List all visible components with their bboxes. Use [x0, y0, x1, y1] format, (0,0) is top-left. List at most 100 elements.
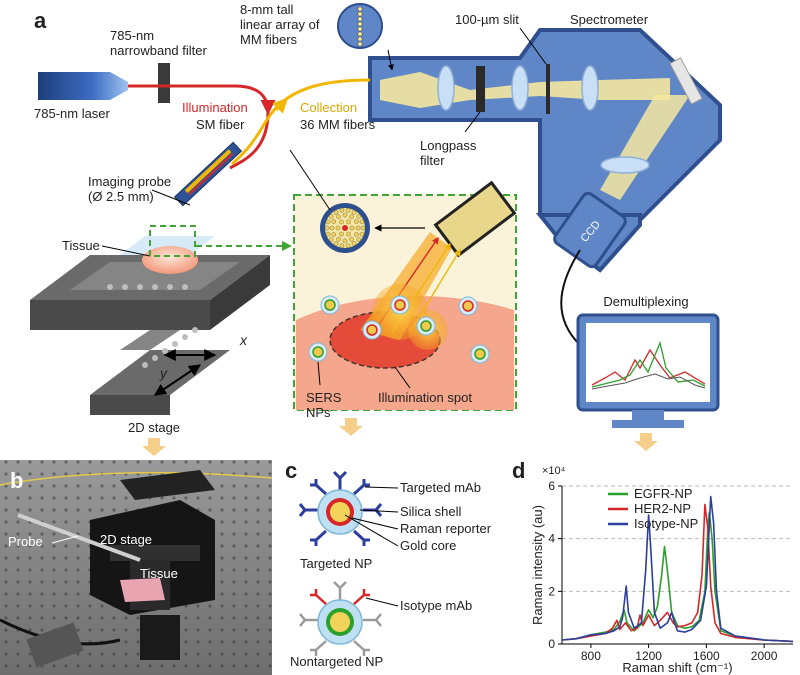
down-arrows	[142, 418, 658, 456]
isotype-mab-label: Isotype mAb	[400, 598, 472, 613]
fiber-core	[333, 210, 339, 215]
panel-label-c: c	[285, 458, 297, 483]
fiber-core	[346, 231, 351, 237]
silica-shell-label: Silica shell	[400, 504, 462, 519]
tissue-highlight-small	[149, 225, 196, 257]
fiber-core	[349, 236, 354, 242]
y-tick-label: 2	[548, 584, 555, 598]
fiber-core	[331, 232, 337, 237]
fiber-core	[342, 212, 348, 218]
panel-label-d: d	[512, 458, 525, 483]
raman-reporter-label: Raman reporter	[400, 521, 492, 536]
targeted-np-label: Targeted NP	[300, 556, 372, 571]
fiber-core	[356, 214, 362, 219]
photo-stage-label: 2D stage	[100, 532, 152, 547]
x-tick-label: 800	[581, 649, 601, 663]
x-axis-title: Raman shift (cm⁻¹)	[622, 660, 732, 675]
legend-label: Isotype-NP	[634, 516, 698, 531]
nontargeted-np	[299, 581, 382, 656]
series-line	[561, 511, 794, 643]
fiber-core	[339, 219, 344, 225]
y-multiplier: ×10⁴	[542, 465, 566, 477]
x-tick-label: 2000	[751, 649, 778, 663]
mm-fibers-label: 36 MM fibers	[300, 117, 376, 132]
2d-stage-label: 2D stage	[128, 420, 180, 435]
fiber-core	[349, 214, 354, 220]
fiber-core	[345, 243, 351, 249]
laser	[38, 72, 128, 100]
fiber-core	[353, 232, 359, 237]
sers-np	[308, 295, 490, 364]
fiber-core	[339, 243, 345, 249]
tissue-sample	[142, 246, 198, 274]
photo-probe-label: Probe	[8, 534, 43, 549]
spectrometer-label: Spectrometer	[570, 12, 649, 27]
imaging-probe-label: Imaging probe(Ø 2.5 mm)	[88, 174, 171, 204]
fiber-core	[351, 241, 357, 246]
y-tick-label: 4	[548, 532, 555, 546]
y-axis-title: Raman intensity (au)	[530, 505, 545, 625]
fiber-core	[339, 207, 345, 213]
laser-label: 785-nm laser	[34, 106, 111, 121]
y-tick-label: 6	[548, 479, 555, 493]
photo-tissue-label: Tissue	[140, 566, 178, 581]
raman-chart: 0 2 4 6 800 1200 1600 2000 ×10⁴ Raman shift (cm⁻¹…	[530, 465, 794, 675]
panel-label-b: b	[10, 468, 23, 493]
gold-core-label: Gold core	[400, 538, 456, 553]
series-line	[561, 495, 794, 643]
illumination-spot-label: Illumination spot	[378, 390, 472, 405]
fiber-core	[351, 210, 357, 215]
illumination-beam	[128, 84, 276, 115]
fiber-core	[335, 225, 341, 231]
fiber-core	[356, 237, 362, 242]
fiber-core	[336, 236, 341, 242]
fiber-core	[328, 237, 334, 242]
panel-label-a: a	[34, 8, 47, 33]
x-axis-label: x	[239, 332, 248, 348]
fiber-core	[339, 231, 344, 237]
tissue-label: Tissue	[62, 238, 100, 253]
fiber-core	[346, 219, 351, 225]
legend-label: EGFR-NP	[634, 486, 693, 501]
nontargeted-np-label: Nontargeted NP	[290, 654, 383, 669]
illumination-label: Illumination	[182, 100, 248, 115]
fiber-core	[329, 225, 335, 231]
sm-fiber-label: SM fiber	[196, 117, 245, 132]
fiber-core	[325, 231, 331, 237]
fiber-core	[353, 219, 359, 224]
x-tick-label: 1600	[693, 649, 720, 663]
fiber-core	[331, 219, 337, 224]
fiber-core	[336, 214, 341, 220]
imaging-probe	[173, 141, 243, 207]
y-tick-label: 0	[548, 637, 555, 651]
x-tick-label: 1200	[635, 649, 662, 663]
fiber-core	[325, 219, 331, 225]
fiber-core	[333, 241, 339, 246]
fiber-core	[359, 231, 365, 237]
collection-label: Collection	[300, 100, 357, 115]
legend-label: HER2-NP	[634, 501, 691, 516]
targeted-np	[298, 470, 383, 546]
fiber-core	[328, 214, 334, 219]
series-line	[561, 503, 794, 643]
slit-label: 100-µm slit	[455, 12, 519, 27]
demultiplexing-label: Demultiplexing	[603, 294, 688, 309]
spectrometer	[368, 28, 722, 273]
fiber-core	[342, 238, 348, 244]
y-axis-label: y	[159, 365, 168, 381]
fiber-core	[345, 207, 351, 213]
stage-photo	[0, 460, 273, 675]
demultiplexing-monitor	[576, 313, 720, 428]
fiber-array-inset	[337, 3, 383, 49]
fiber-core	[324, 225, 330, 231]
fiber-core	[359, 219, 365, 225]
fiber-core	[360, 225, 366, 231]
narrowband-filter	[158, 63, 170, 103]
ccd-camera: CCD	[553, 191, 627, 269]
2d-stage	[30, 236, 270, 415]
